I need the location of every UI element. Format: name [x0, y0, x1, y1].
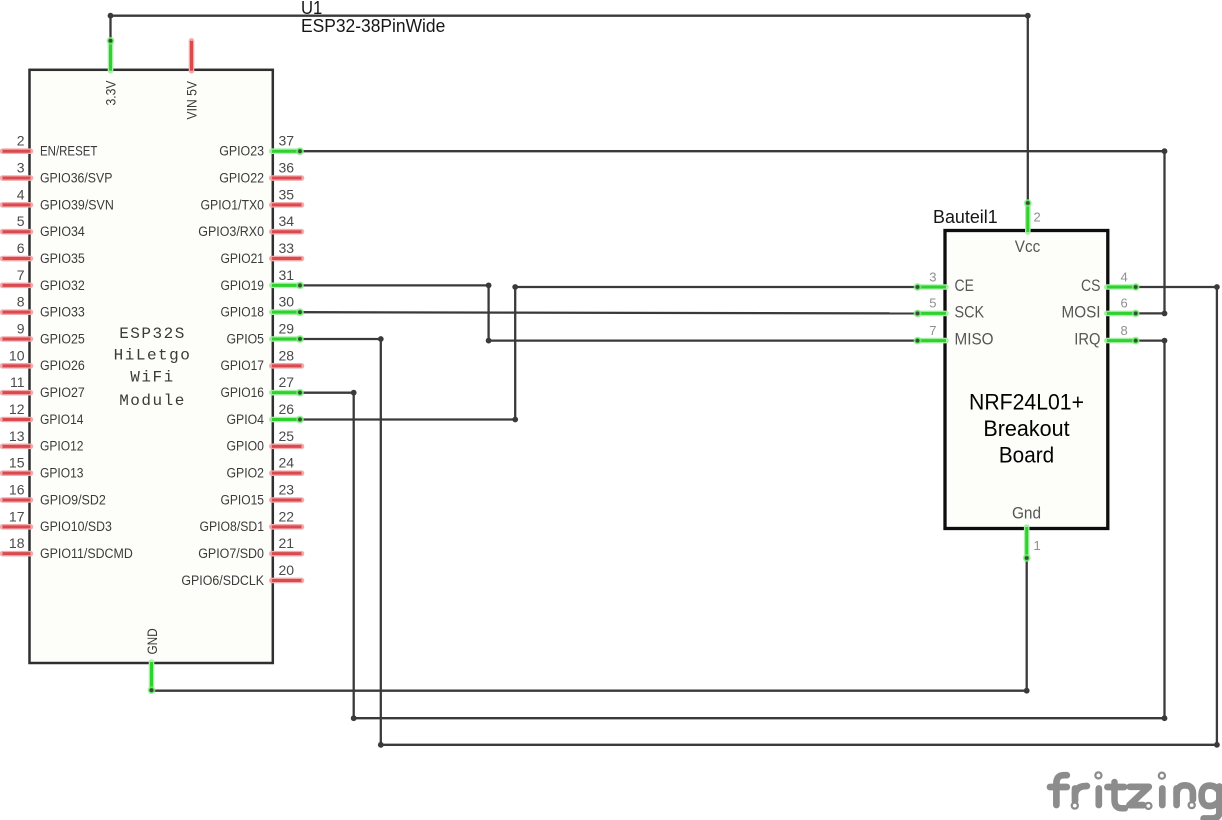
svg-text:GPIO1/TX0: GPIO1/TX0 — [201, 197, 265, 212]
svg-text:GPIO25: GPIO25 — [40, 331, 85, 346]
svg-text:Board: Board — [999, 443, 1054, 468]
svg-text:13: 13 — [9, 428, 25, 444]
svg-text:15: 15 — [9, 455, 25, 471]
svg-text:17: 17 — [9, 508, 25, 524]
svg-text:4: 4 — [17, 186, 25, 202]
svg-text:2: 2 — [1034, 210, 1041, 225]
svg-text:28: 28 — [279, 347, 295, 363]
svg-text:22: 22 — [279, 508, 295, 524]
svg-text:GPIO3/RX0: GPIO3/RX0 — [198, 224, 264, 239]
svg-text:GPIO26: GPIO26 — [40, 358, 85, 373]
svg-text:GPIO21: GPIO21 — [221, 251, 265, 266]
svg-text:16: 16 — [9, 481, 25, 497]
svg-text:GPIO10/SD3: GPIO10/SD3 — [40, 519, 112, 534]
svg-text:18: 18 — [9, 535, 25, 551]
svg-text:20: 20 — [279, 562, 295, 578]
svg-text:GPIO7/SD0: GPIO7/SD0 — [198, 546, 264, 561]
svg-text:37: 37 — [279, 133, 295, 149]
svg-text:GPIO5: GPIO5 — [227, 331, 265, 346]
svg-text:25: 25 — [279, 428, 295, 444]
svg-text:GPIO2: GPIO2 — [227, 466, 265, 481]
svg-text:NRF24L01+: NRF24L01+ — [969, 390, 1084, 415]
svg-text:Vcc: Vcc — [1015, 237, 1041, 256]
svg-text:Breakout: Breakout — [983, 416, 1070, 441]
svg-text:GPIO15: GPIO15 — [221, 492, 265, 507]
svg-text:31: 31 — [279, 267, 295, 283]
svg-text:GPIO6/SDCLK: GPIO6/SDCLK — [181, 573, 264, 588]
svg-text:CS: CS — [1081, 276, 1101, 295]
svg-text:GPIO32: GPIO32 — [40, 278, 85, 293]
svg-text:Bauteil1: Bauteil1 — [933, 206, 998, 227]
svg-text:GPIO27: GPIO27 — [40, 385, 85, 400]
svg-text:CE: CE — [955, 276, 974, 295]
svg-text:GPIO16: GPIO16 — [221, 385, 265, 400]
svg-text:GPIO33: GPIO33 — [40, 305, 85, 320]
svg-text:12: 12 — [9, 401, 25, 417]
svg-text:3.3V: 3.3V — [103, 81, 118, 106]
svg-text:9: 9 — [17, 321, 25, 337]
svg-text:ESP32S: ESP32S — [119, 325, 186, 343]
svg-text:GPIO19: GPIO19 — [221, 278, 265, 293]
svg-text:GPIO11/SDCMD: GPIO11/SDCMD — [40, 546, 133, 561]
svg-text:GPIO12: GPIO12 — [40, 439, 84, 454]
svg-text:8: 8 — [17, 294, 25, 310]
svg-text:GPIO4: GPIO4 — [227, 412, 265, 427]
svg-text:GPIO8/SD1: GPIO8/SD1 — [200, 519, 265, 534]
svg-text:GND: GND — [145, 628, 160, 654]
svg-text:26: 26 — [279, 401, 295, 417]
svg-text:GPIO17: GPIO17 — [221, 358, 265, 373]
svg-text:GPIO34: GPIO34 — [40, 224, 85, 239]
svg-text:2: 2 — [17, 133, 25, 149]
svg-text:3: 3 — [17, 160, 25, 176]
svg-text:35: 35 — [279, 186, 295, 202]
svg-text:GPIO9/SD2: GPIO9/SD2 — [40, 492, 106, 507]
svg-text:36: 36 — [279, 160, 295, 176]
svg-text:4: 4 — [1121, 269, 1128, 284]
svg-text:GPIO36/SVP: GPIO36/SVP — [40, 170, 112, 185]
svg-text:WiFi: WiFi — [130, 369, 174, 387]
svg-text:3: 3 — [929, 269, 936, 284]
svg-text:MOSI: MOSI — [1062, 302, 1101, 321]
svg-text:34: 34 — [279, 213, 295, 229]
svg-text:ESP32-38PinWide: ESP32-38PinWide — [301, 15, 445, 36]
svg-text:Module: Module — [119, 392, 186, 410]
svg-text:10: 10 — [9, 347, 25, 363]
svg-text:GPIO0: GPIO0 — [227, 439, 265, 454]
svg-text:GPIO22: GPIO22 — [219, 170, 264, 185]
svg-text:GPIO13: GPIO13 — [40, 466, 84, 481]
svg-text:7: 7 — [929, 323, 936, 338]
svg-text:GPIO14: GPIO14 — [40, 412, 84, 427]
svg-text:GPIO39/SVN: GPIO39/SVN — [40, 197, 114, 212]
svg-text:8: 8 — [1121, 323, 1128, 338]
svg-text:IRQ: IRQ — [1074, 330, 1100, 349]
svg-text:EN/RESET: EN/RESET — [40, 144, 97, 159]
svg-text:Gnd: Gnd — [1012, 504, 1041, 523]
svg-text:11: 11 — [10, 374, 25, 390]
svg-text:5: 5 — [929, 296, 936, 311]
svg-text:VIN 5V: VIN 5V — [184, 81, 199, 120]
svg-text:24: 24 — [279, 455, 295, 471]
svg-text:7: 7 — [17, 267, 25, 283]
svg-text:HiLetgo: HiLetgo — [114, 347, 192, 365]
svg-text:GPIO18: GPIO18 — [221, 305, 265, 320]
svg-text:23: 23 — [279, 481, 295, 497]
svg-text:5: 5 — [17, 213, 25, 229]
svg-text:GPIO23: GPIO23 — [219, 144, 264, 159]
svg-text:GPIO35: GPIO35 — [40, 251, 85, 266]
svg-text:33: 33 — [279, 240, 295, 256]
svg-text:U1: U1 — [301, 0, 322, 18]
svg-text:30: 30 — [279, 294, 295, 310]
svg-text:SCK: SCK — [955, 302, 985, 321]
svg-text:1: 1 — [1034, 538, 1041, 553]
svg-text:29: 29 — [279, 321, 295, 337]
svg-text:27: 27 — [279, 374, 295, 390]
svg-text:6: 6 — [17, 240, 25, 256]
svg-text:21: 21 — [279, 535, 295, 551]
svg-text:6: 6 — [1121, 296, 1128, 311]
svg-text:MISO: MISO — [955, 330, 994, 349]
